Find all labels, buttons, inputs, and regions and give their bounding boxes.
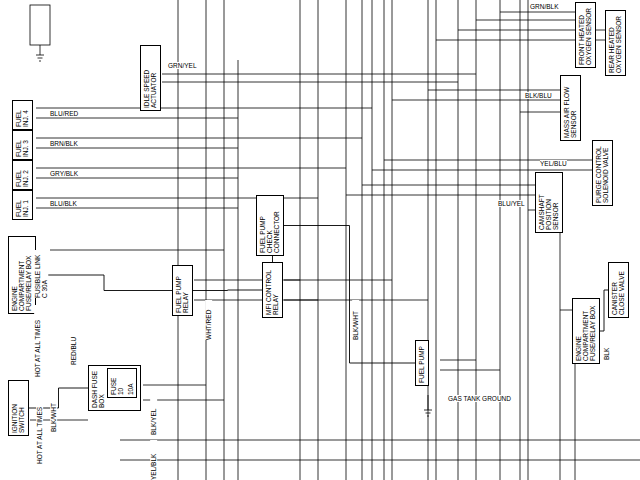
component-label: FUEL INJ. 4 — [15, 103, 29, 127]
component-box: MASS AIR FLOW SENSOR — [560, 75, 581, 141]
component-label: PURGE CONTROL SOLENOID VALVE — [595, 143, 609, 203]
wire-label: WHT/RED — [205, 300, 212, 340]
component-box: MFI CONTROL RELAY — [262, 262, 283, 318]
component-box: FUEL PUMP — [415, 340, 429, 386]
component-box: FUEL INJ. 4 — [12, 100, 33, 130]
wire-label: BLK/WHT — [50, 392, 57, 432]
wire-label: BLU/RED — [50, 110, 78, 117]
component-label: FUEL INJ. 3 — [15, 133, 29, 157]
component-label: FUSE 10 — [110, 371, 124, 395]
component-box: REAR HEATED OXYGEN SENSOR — [605, 10, 626, 76]
component-label: IDLE SPEED ACTUATOR — [143, 48, 157, 108]
component-box: ENGINE COMPARTMENT FUSE/RELAY BOX — [572, 298, 600, 364]
wire-label: BLK/BLU — [525, 92, 552, 99]
wire-label: BLU/YEL — [498, 200, 525, 207]
component-box: FUEL INJ. 2 — [12, 160, 33, 190]
component-label: CAMSHAFT POSITION SENSOR — [538, 175, 559, 230]
component-box: FUEL PUMP CHECK CONNECTOR — [256, 195, 284, 256]
branch-wires — [30, 12, 640, 460]
component-label: MASS AIR FLOW SENSOR — [563, 78, 577, 138]
wire-label: BLK/YEL — [150, 395, 157, 435]
wire-connector — [36, 275, 172, 291]
component-label: IGNITION SWITCH — [11, 383, 25, 433]
component-label: FUEL PUMP CHECK CONNECTOR — [259, 198, 280, 253]
component-label: FUEL PUMP — [418, 343, 425, 383]
wire-connector — [600, 290, 608, 331]
wire-label: YEL/BLK — [150, 440, 157, 480]
component-label: MFI CONTROL RELAY — [265, 265, 279, 315]
component-label: DASH FUSE BOX — [91, 368, 105, 408]
component-box: FUEL PUMP RELAY — [172, 265, 193, 316]
component-box: ENGINE COMPARTMENT FUSE/RELAY BOX — [8, 236, 36, 314]
wire-label: GRY/BLK — [50, 170, 78, 177]
component-box: PURGE CONTROL SOLENOID VALVE — [592, 140, 613, 206]
wire-label: HOT AT ALL TIMES — [36, 392, 43, 464]
component-label: ENGINE COMPARTMENT FUSE/RELAY BOX — [575, 301, 596, 361]
component-box: FUSE 1010A — [107, 368, 137, 398]
ground-symbol — [36, 45, 432, 416]
component-box: FRONT HEATED OXYGEN SENSOR — [575, 2, 596, 68]
wire-label: GAS TANK GROUND — [448, 395, 511, 402]
component-box: FUEL INJ. 1 — [12, 190, 33, 220]
wire-label: RED/BLU — [70, 325, 77, 365]
wire-label: BLK — [603, 340, 610, 360]
wire-label: FUSIBLE LINK C 30A — [34, 250, 48, 298]
component-label: FUEL INJ. 2 — [15, 163, 29, 187]
component-box: IGNITION SWITCH — [8, 380, 29, 436]
wire-label: GRN/BLK — [530, 3, 559, 10]
wire-connector — [284, 226, 415, 364]
bus-wires — [178, 0, 575, 480]
wire-connector — [193, 290, 262, 292]
wire-label: BRN/BLK — [50, 140, 78, 147]
component-label: FUEL INJ. 1 — [15, 193, 29, 217]
wire-label: BLK/WHT — [352, 300, 359, 340]
component-label: 10A — [127, 371, 134, 395]
wire-label: YEL/BLU — [540, 160, 567, 167]
wire-label: GRN/YEL — [168, 62, 197, 69]
component-label: ENGINE COMPARTMENT FUSE/RELAY BOX — [11, 239, 32, 311]
component-label: REAR HEATED OXYGEN SENSOR — [608, 13, 622, 73]
ignition-coil-symbol — [30, 5, 50, 45]
component-label: CANISTER CLOSE VALVE — [611, 265, 625, 315]
component-box: CANISTER CLOSE VALVE — [608, 262, 629, 318]
component-box: IDLE SPEED ACTUATOR — [140, 45, 161, 111]
component-box: CAMSHAFT POSITION SENSOR — [535, 172, 563, 233]
component-label: FUEL PUMP RELAY — [175, 268, 189, 313]
wire-label: BLU/BLK — [50, 200, 77, 207]
component-box: DASH FUSE BOXFUSE 1010A — [88, 365, 141, 411]
component-box: FUEL INJ. 3 — [12, 130, 33, 160]
component-label: FRONT HEATED OXYGEN SENSOR — [578, 5, 592, 65]
wire-label: HOT AT ALL TIMES — [34, 305, 41, 377]
